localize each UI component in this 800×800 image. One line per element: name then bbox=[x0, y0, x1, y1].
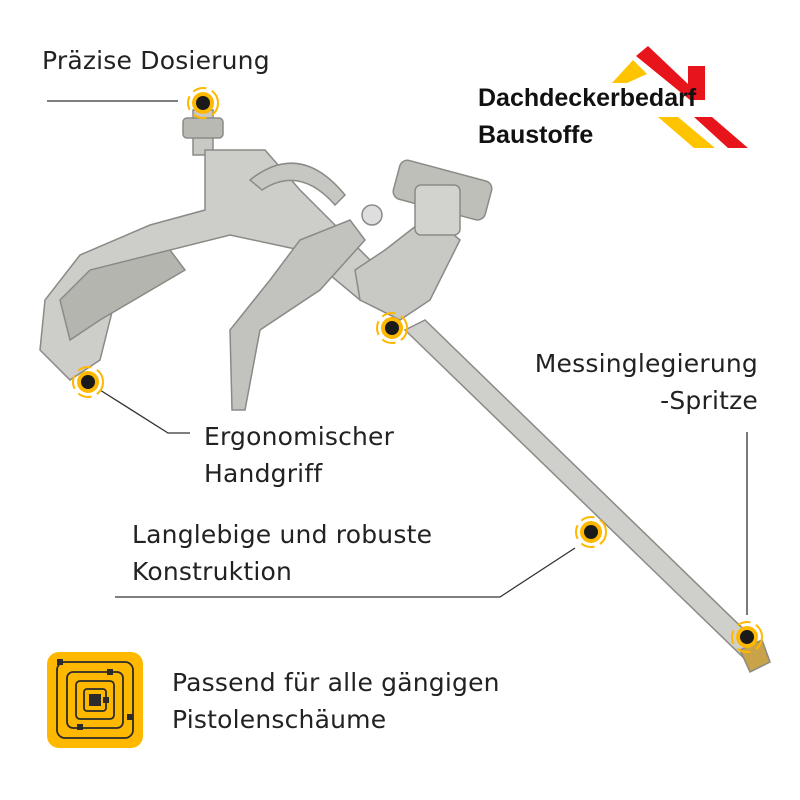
callout-handgriff: Ergonomischer Handgriff bbox=[204, 418, 394, 492]
callout-messing-line1: Messinglegierung bbox=[534, 349, 758, 378]
foam-gun bbox=[39, 109, 771, 674]
feature-text: Passend für alle gängigen Pistolenschäum… bbox=[172, 664, 500, 738]
callout-dosierung: Präzise Dosierung bbox=[42, 46, 270, 75]
brand-line2: Baustoffe bbox=[478, 121, 594, 149]
marker-ventil bbox=[376, 312, 408, 344]
brand-logo: Dachdeckerbedarf Baustoffe bbox=[478, 80, 696, 154]
marker-konstruktion bbox=[575, 516, 607, 548]
callout-konstruktion-line2: Konstruktion bbox=[132, 557, 293, 586]
callout-lines bbox=[47, 100, 748, 615]
marker-messing bbox=[731, 621, 763, 653]
callout-markers bbox=[72, 87, 763, 653]
feature-line1: Passend für alle gängigen bbox=[172, 668, 500, 697]
callout-handgriff-line1: Ergonomischer bbox=[204, 422, 395, 451]
marker-handgriff bbox=[72, 366, 104, 398]
feature-line2: Pistolenschäume bbox=[172, 705, 387, 734]
callout-handgriff-line2: Handgriff bbox=[204, 459, 323, 488]
callout-messing-line2: -Spritze bbox=[660, 386, 758, 415]
callout-messing: Messinglegierung -Spritze bbox=[535, 345, 758, 419]
brand-line1: Dachdeckerbedarf bbox=[478, 84, 697, 112]
chip-icon bbox=[47, 652, 143, 748]
logo-roof-icon bbox=[612, 46, 748, 148]
callout-konstruktion-line1: Langlebige und robuste bbox=[132, 520, 433, 549]
callout-konstruktion: Langlebige und robuste Konstruktion bbox=[132, 516, 432, 590]
marker-dosierung bbox=[187, 87, 219, 119]
